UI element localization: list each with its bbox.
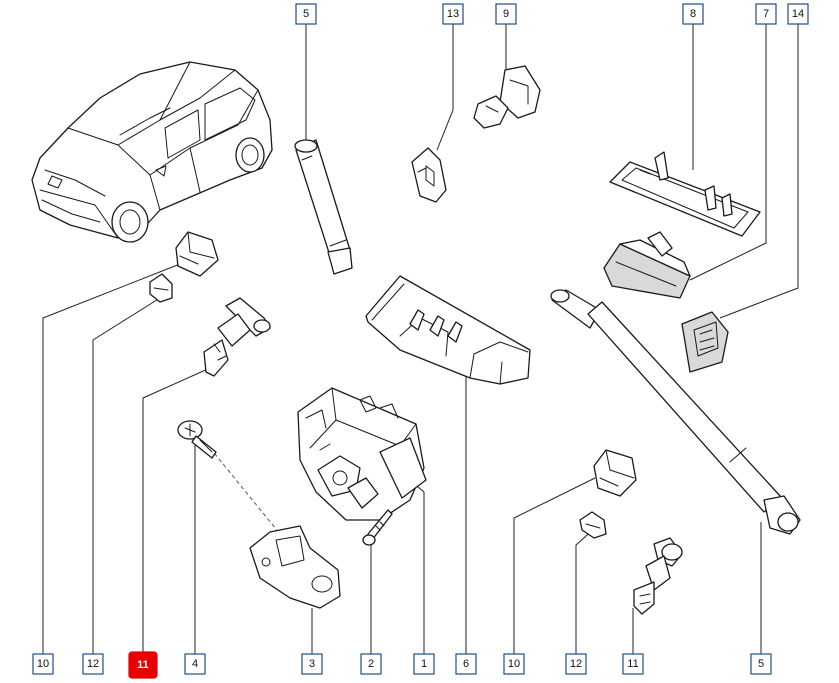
leader-13 <box>436 24 454 151</box>
leader-14 <box>719 24 799 319</box>
leader-12-right <box>575 527 596 654</box>
callout-1[interactable]: 1 <box>413 653 435 675</box>
callout-13[interactable]: 13 <box>442 3 464 25</box>
bump-stop-left <box>175 231 219 277</box>
lock-cover-trim <box>365 275 531 385</box>
callout-7[interactable]: 7 <box>755 3 777 25</box>
callout-label: 12 <box>87 658 99 670</box>
callout-4[interactable]: 4 <box>184 653 206 675</box>
callout-label: 5 <box>303 8 309 20</box>
callout-9[interactable]: 9 <box>495 3 517 25</box>
gas-strut-short <box>294 139 353 275</box>
callout-label: 11 <box>137 659 149 671</box>
callout-2[interactable]: 2 <box>360 653 382 675</box>
callout-14[interactable]: 14 <box>787 3 809 25</box>
buffer-clip-left <box>203 297 271 377</box>
callout-label: 7 <box>763 8 769 20</box>
callout-labels: 5 13 9 8 7 14 10 12 <box>32 3 809 679</box>
callout-label: 6 <box>463 658 469 670</box>
callout-label: 12 <box>570 658 582 670</box>
leader-11-left <box>142 367 211 654</box>
lock-screw <box>362 509 393 546</box>
callout-10-left[interactable]: 10 <box>32 653 54 675</box>
tailgate-lock <box>297 387 427 521</box>
callout-3[interactable]: 3 <box>301 653 323 675</box>
leader-7 <box>689 24 767 281</box>
callout-5-top[interactable]: 5 <box>295 3 317 25</box>
buffer-clip-right <box>633 537 683 615</box>
callout-11-right[interactable]: 11 <box>622 653 644 675</box>
light-lens <box>681 311 729 373</box>
number-plate-light <box>603 231 691 299</box>
callout-label: 2 <box>368 658 374 670</box>
callout-label: 14 <box>792 8 804 20</box>
grommet-right <box>579 511 607 539</box>
callout-label: 13 <box>447 8 459 20</box>
number-plate-light-housing <box>609 151 761 237</box>
callout-8[interactable]: 8 <box>682 3 704 25</box>
callout-label: 1 <box>421 658 427 670</box>
light-connector <box>473 65 541 129</box>
bracket-screw <box>177 420 217 459</box>
callout-label: 4 <box>192 658 198 670</box>
leader-12-left <box>92 297 161 654</box>
callout-label: 8 <box>690 8 696 20</box>
callout-11-left[interactable]: 11 <box>128 651 158 679</box>
callout-6[interactable]: 6 <box>455 653 477 675</box>
callout-label: 11 <box>627 658 638 670</box>
callout-label: 5 <box>758 658 764 670</box>
callout-label: 3 <box>309 658 315 670</box>
lock-bracket <box>249 525 341 609</box>
leader-10-right <box>513 477 596 654</box>
leader-10-left <box>42 261 186 654</box>
callout-12-left[interactable]: 12 <box>82 653 104 675</box>
callout-label: 10 <box>508 658 520 670</box>
bump-stop-right <box>593 449 637 497</box>
grommet-left <box>149 273 173 303</box>
callout-10-right[interactable]: 10 <box>503 653 525 675</box>
callout-label: 9 <box>503 8 509 20</box>
callout-5-bottom[interactable]: 5 <box>750 653 772 675</box>
screw-alignment-line <box>209 447 286 541</box>
tailgate-switch <box>411 147 447 203</box>
leader-1 <box>409 479 425 654</box>
callout-12-right[interactable]: 12 <box>565 653 587 675</box>
car-illustration <box>31 61 273 243</box>
callout-label: 10 <box>37 658 49 670</box>
gas-strut-long <box>550 289 801 535</box>
